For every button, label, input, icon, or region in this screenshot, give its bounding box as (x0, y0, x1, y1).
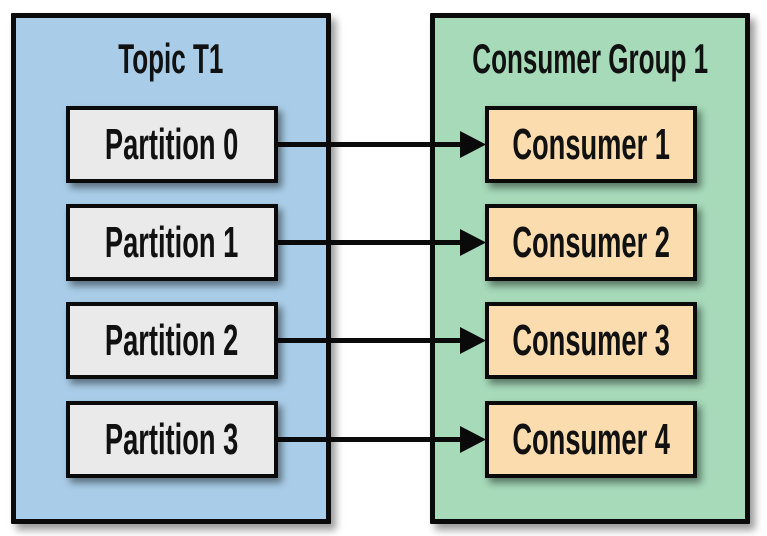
partition-3-node: Partition 3 (66, 401, 278, 478)
consumer-1-node: Consumer 1 (485, 106, 697, 183)
topic-title: Topic T1 (16, 38, 326, 80)
consumer-3-node: Consumer 3 (485, 302, 697, 379)
partition-1-node: Partition 1 (66, 204, 278, 281)
consumer-group-title: Consumer Group 1 (435, 38, 745, 80)
topic-title-label: Topic T1 (118, 35, 224, 82)
partition-3-label: Partition 3 (105, 414, 239, 464)
consumer-4-label: Consumer 4 (512, 414, 670, 464)
partition-0-label: Partition 0 (105, 119, 239, 169)
consumer-2-node: Consumer 2 (485, 204, 697, 281)
partition-2-node: Partition 2 (66, 302, 278, 379)
partition-2-label: Partition 2 (105, 315, 239, 365)
consumer-group-title-label: Consumer Group 1 (472, 35, 708, 82)
partition-1-label: Partition 1 (105, 217, 239, 267)
consumer-2-label: Consumer 2 (512, 217, 670, 267)
consumer-3-label: Consumer 3 (512, 315, 670, 365)
consumer-4-node: Consumer 4 (485, 401, 697, 478)
partition-0-node: Partition 0 (66, 106, 278, 183)
consumer-1-label: Consumer 1 (512, 119, 670, 169)
